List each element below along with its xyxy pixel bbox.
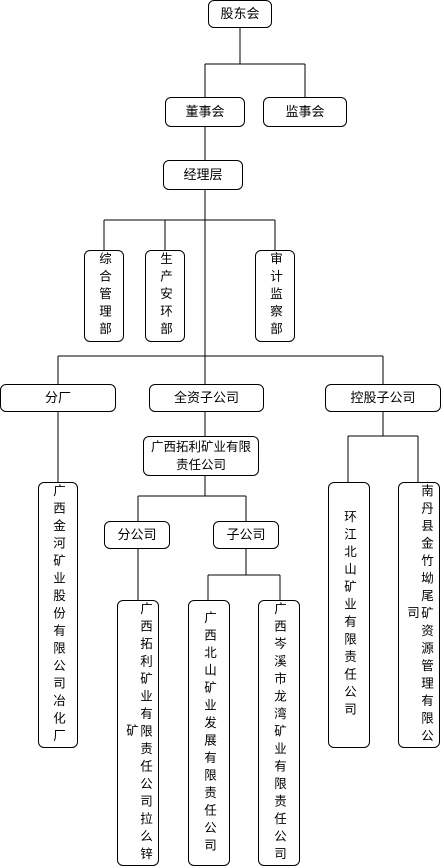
cenxi-node: 广西岑溪市龙湾矿业有限责任公司 <box>258 600 300 866</box>
dept-audit-node: 审计监察部 <box>255 250 295 342</box>
branch-factory-node: 分厂 <box>0 384 116 412</box>
wholly-owned-node: 全资子公司 <box>149 384 264 412</box>
huanjiang-node: 环江北山矿业有限责任公司 <box>328 482 370 748</box>
supervisory-node: 监事会 <box>263 97 347 127</box>
tuoli-company-node: 广西拓利矿业有限责任公司 <box>143 436 259 476</box>
dept-general-node: 综合管理部 <box>84 250 124 342</box>
holding-node: 控股子公司 <box>325 384 441 412</box>
beishan-node: 广西北山矿业发展有限责任公司 <box>188 600 230 866</box>
shareholders-node: 股东会 <box>208 0 272 28</box>
nandan-node: 南丹县金竹坳尾矿资源管理有限公司 <box>398 482 440 748</box>
dept-production-node: 生产安环部 <box>145 250 185 342</box>
branch-company-node: 分公司 <box>104 521 170 549</box>
lamo-zinc-node: 广西拓利矿业有限责任公司拉么锌矿 <box>117 600 159 866</box>
management-node: 经理层 <box>163 160 243 190</box>
jinhe-node: 广西金河矿业股份有限公司冶化厂 <box>38 482 78 748</box>
board-node: 董事会 <box>165 97 245 127</box>
subsidiary-node: 子公司 <box>213 521 279 549</box>
